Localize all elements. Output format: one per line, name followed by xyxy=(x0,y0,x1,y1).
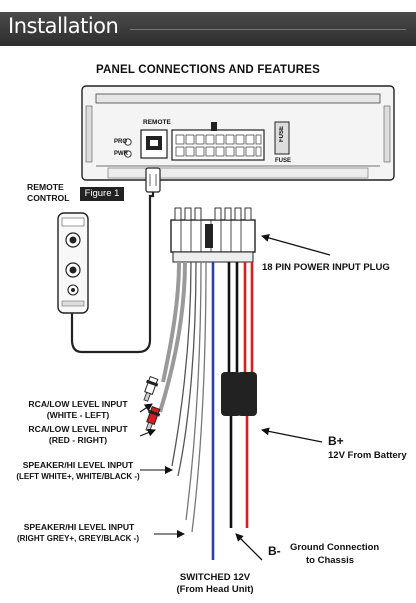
b-plus-arrow xyxy=(261,427,323,443)
ground-label-2: to Chassis xyxy=(306,555,355,566)
panel-remote-label: REMOTE xyxy=(143,119,171,126)
switched-label-1: SWITCHED 12V xyxy=(179,572,251,583)
pwr-led-icon xyxy=(124,150,132,158)
speaker-left-label-2: (LEFT WHITE+, WHITE/BLACK -) xyxy=(16,472,140,481)
remote-control-label-1: REMOTE xyxy=(27,182,64,192)
ground-fuse-holder-icon xyxy=(221,372,241,416)
rca-cable-left xyxy=(161,261,181,383)
remote-jack-icon xyxy=(140,129,168,159)
rca-cable-right xyxy=(158,261,187,413)
battery-fuse-holder-icon xyxy=(237,372,257,416)
panel-pro-label: PRO xyxy=(114,139,128,145)
fuse-icon xyxy=(274,121,290,155)
b-minus-arrow xyxy=(235,533,263,561)
b-minus-label: B- xyxy=(268,544,281,558)
remote-cable xyxy=(70,168,155,354)
rca-left-arrow xyxy=(139,403,153,413)
ground-label-1: Ground Connection xyxy=(290,542,380,553)
speaker-right-label-1: SPEAKER/HI LEVEL INPUT xyxy=(23,522,135,532)
speaker-wire-right-neg xyxy=(191,261,207,533)
speaker-right-label-2: (RIGHT GREY+, GREY/BLACK -) xyxy=(16,534,139,543)
switched-label-2: (From Head Unit) xyxy=(176,584,254,595)
power-socket-icon xyxy=(171,122,265,161)
b-plus-label: B+ xyxy=(328,434,344,448)
speaker-wire-left-pos xyxy=(171,261,192,467)
rca-left-label-1: RCA/LOW LEVEL INPUT xyxy=(28,399,128,409)
speaker-wire-left-neg xyxy=(177,261,197,477)
banner-divider xyxy=(130,29,406,30)
rca-right-label-2: (RED - RIGHT) xyxy=(48,435,108,445)
figure-tag: Figure 1 xyxy=(80,187,124,201)
b-plus-desc: 12V From Battery xyxy=(328,450,407,461)
header-banner: Installation xyxy=(0,12,416,46)
fuse-caption: FUSE xyxy=(275,158,292,164)
power-plug-label: 18 PIN POWER INPUT PLUG xyxy=(262,262,390,273)
plug-arrow xyxy=(261,234,331,256)
section-heading: PANEL CONNECTIONS AND FEATURES xyxy=(95,64,321,76)
remote-control-label-2: CONTROL xyxy=(27,193,70,203)
pro-led-icon xyxy=(124,138,132,146)
page-title: Installation xyxy=(8,14,119,38)
remote-plug-icon xyxy=(145,167,161,193)
fuse-body-label: FUSE xyxy=(279,126,285,143)
panel-pwr-label: PWR xyxy=(114,151,128,157)
speaker-left-label-1: SPEAKER/HI LEVEL INPUT xyxy=(22,460,134,470)
remote-control-icon xyxy=(57,212,89,314)
rca-plug-white-icon xyxy=(143,375,159,402)
power-plug-icon xyxy=(170,207,256,263)
rca-right-label-1: RCA/LOW LEVEL INPUT xyxy=(28,424,128,434)
rca-right-arrow xyxy=(139,428,156,437)
speaker-wire-right-pos xyxy=(185,261,202,521)
rca-left-label-2: (WHITE - LEFT) xyxy=(46,410,110,420)
